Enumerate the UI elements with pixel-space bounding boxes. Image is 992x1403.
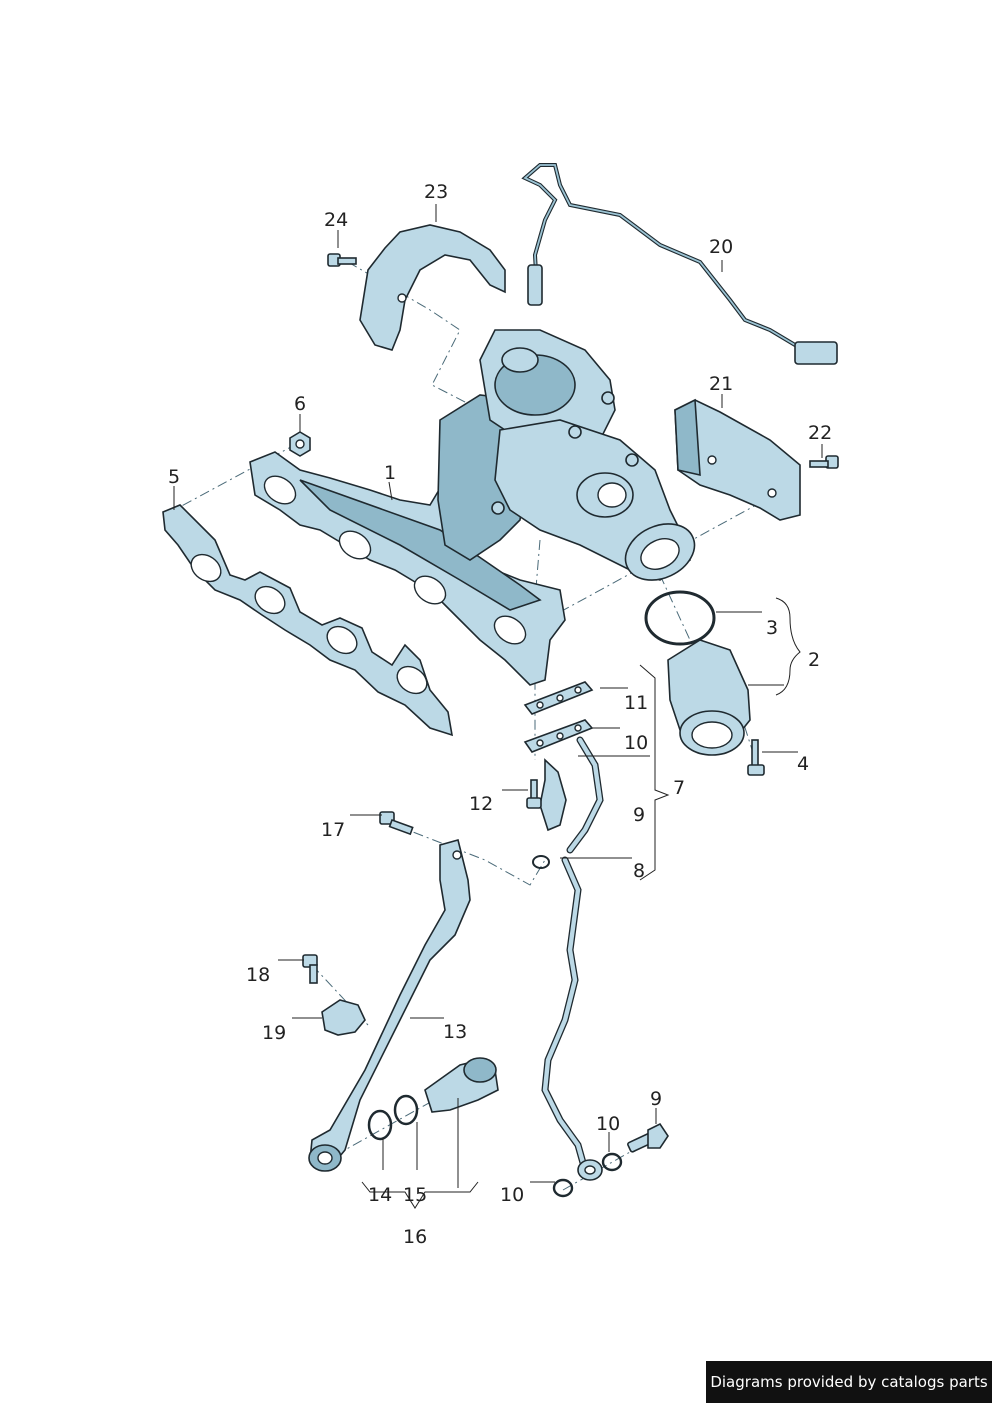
callout-19: 19 xyxy=(262,1022,287,1044)
callout-11: 11 xyxy=(624,692,649,714)
callout-7: 7 xyxy=(673,777,686,799)
sealing-washer xyxy=(601,1152,623,1172)
nut xyxy=(289,431,311,457)
bolt xyxy=(747,739,765,776)
callout-10-washer: 10 xyxy=(500,1184,525,1206)
callout-20: 20 xyxy=(709,236,734,258)
elbow-connector xyxy=(667,639,751,756)
callout-18: 18 xyxy=(246,964,271,986)
exhaust-manifold xyxy=(249,451,566,686)
manifold-gasket xyxy=(162,504,454,737)
oil-return-pipe xyxy=(539,736,604,854)
callout-9-bolt: 9 xyxy=(650,1088,663,1110)
union-fitting xyxy=(424,1057,499,1113)
callout-10-gasket: 10 xyxy=(624,732,649,754)
callout-5: 5 xyxy=(168,466,181,488)
callout-15: 15 xyxy=(403,1184,428,1206)
bolt xyxy=(526,779,542,809)
callout-23: 23 xyxy=(424,181,449,203)
callout-13: 13 xyxy=(443,1021,468,1043)
callout-14: 14 xyxy=(368,1184,393,1206)
callout-9-pipe: 9 xyxy=(633,804,646,826)
sealing-washer xyxy=(552,1178,574,1198)
bolt xyxy=(809,455,839,469)
o-ring xyxy=(644,590,716,646)
o-ring xyxy=(393,1094,419,1126)
callout-10-washer: 10 xyxy=(596,1113,621,1135)
callout-2: 2 xyxy=(808,649,821,671)
callout-22: 22 xyxy=(808,422,833,444)
callout-16: 16 xyxy=(403,1226,428,1248)
bolt xyxy=(302,954,318,984)
bolt xyxy=(327,253,357,267)
callout-12: 12 xyxy=(469,793,494,815)
footer-credit: Diagrams provided by catalogs parts xyxy=(706,1361,992,1403)
sensor-harness xyxy=(521,163,838,365)
callout-4: 4 xyxy=(797,753,810,775)
bracket xyxy=(674,398,801,521)
clamp xyxy=(321,999,366,1036)
callout-3: 3 xyxy=(766,617,779,639)
oil-feed-pipe xyxy=(541,856,603,1181)
heat-shield xyxy=(359,224,506,351)
callout-8: 8 xyxy=(633,860,646,882)
seal xyxy=(532,855,550,869)
callout-17: 17 xyxy=(321,819,346,841)
callout-6: 6 xyxy=(294,393,307,415)
gasket-plate xyxy=(523,681,594,715)
bolt xyxy=(379,811,414,836)
leader-lines xyxy=(173,204,823,1209)
callout-1: 1 xyxy=(384,462,397,484)
turbocharger xyxy=(437,329,696,581)
callout-24: 24 xyxy=(324,209,349,231)
callout-21: 21 xyxy=(709,373,734,395)
oil-feed-tube xyxy=(308,839,471,1172)
o-ring xyxy=(367,1109,393,1141)
banjo-bolt xyxy=(627,1122,669,1153)
